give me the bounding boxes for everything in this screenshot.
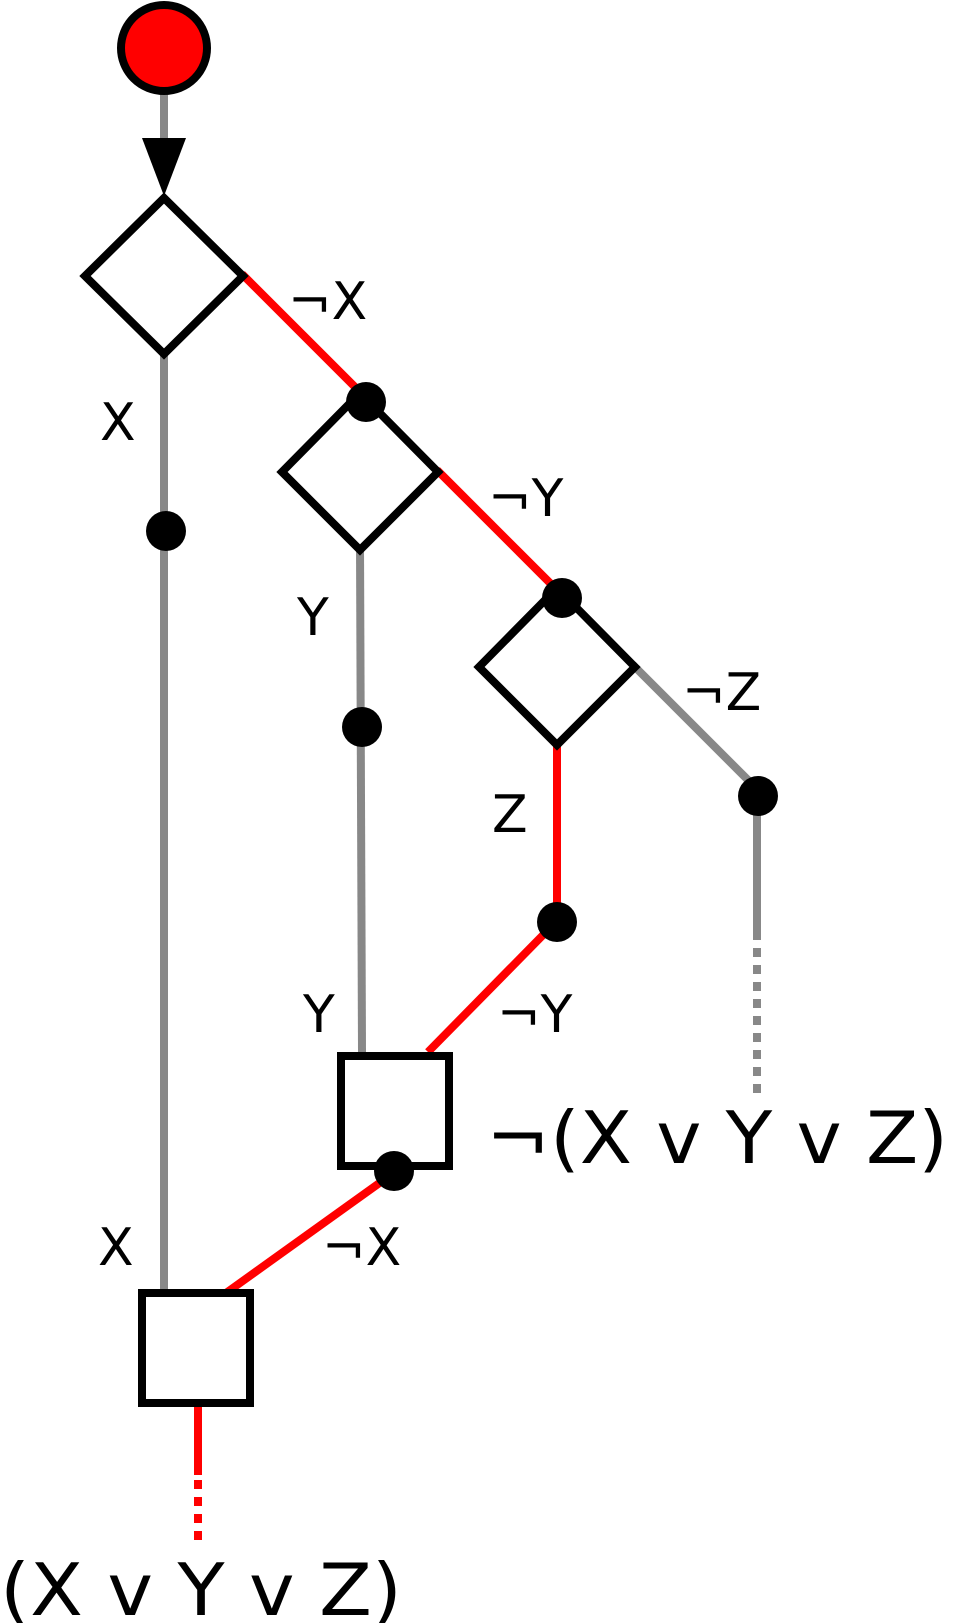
merge-node-2 [138,1289,254,1407]
label-d1-false: ¬X [288,272,367,332]
label-m1-in-right: ¬Y [497,985,573,1045]
edge-d1-notx [239,271,364,396]
decision-z [473,582,641,751]
edge-labels: ¬X X ¬Y Y ¬Z Z Y ¬Y X ¬X ¬(X v Y v Z) (X… [0,272,948,1623]
junction-dots [146,382,778,1191]
merge-node-1 [337,1052,453,1170]
label-d3-false: ¬Z [682,663,761,723]
dot-m1-out [374,1151,414,1191]
dot-d3-top [542,578,582,618]
inactive-edges [160,92,761,1290]
label-d1-true: X [100,393,136,453]
label-d2-false: ¬Y [488,469,564,529]
dot-d2-top [346,382,386,422]
active-edges [194,271,561,1545]
start-node [117,1,211,95]
dot-d2-y [342,707,382,747]
label-m1-in-left: Y [302,985,335,1045]
dot-d3-notz [738,776,778,816]
decision-y [276,387,444,556]
label-m2-out: (X v Y v Z) [0,1548,402,1623]
label-d2-true: Y [296,588,329,648]
edge-d3-notz [633,665,760,792]
edge-d2-noty [434,467,559,592]
edge-d2-y [356,543,366,1053]
merge-nodes [138,1052,453,1407]
arrowhead-icon [142,138,186,196]
dot-d1-x [146,511,186,551]
label-m1-out: ¬(X v Y v Z) [486,1096,948,1180]
edge-m1-to-m2 [223,1170,395,1297]
label-m2-in-left: X [98,1218,134,1278]
label-d3-true: Z [492,785,528,845]
decision-nodes [79,192,641,751]
dot-d3-z [537,902,577,942]
edge-z-to-m1 [425,929,549,1055]
label-m2-in-right: ¬X [322,1218,401,1278]
decision-x [79,192,249,360]
